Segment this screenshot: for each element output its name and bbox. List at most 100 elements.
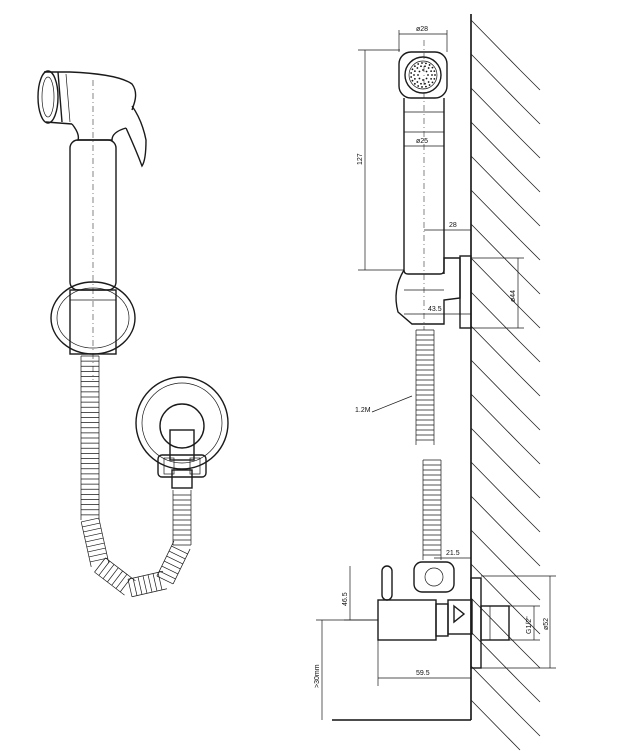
perspective-view <box>37 70 229 598</box>
wall-hatch-line <box>470 665 521 717</box>
nozzle-hole <box>427 81 430 83</box>
wall-hatch-line <box>519 613 541 635</box>
nozzle-hole <box>433 70 436 73</box>
wall-hatch-line <box>470 189 521 241</box>
nozzle-hole <box>427 67 430 69</box>
hose-ring <box>82 522 100 528</box>
nozzle-hole <box>425 70 428 73</box>
wall-hatch-line <box>519 545 541 567</box>
dim-head-diameter: ø28 <box>416 26 428 33</box>
wall-hatch-line <box>519 69 541 91</box>
nozzle-hole <box>434 74 436 76</box>
hose-ring <box>166 555 183 565</box>
side-elevation: ø28 127 ø25 28 ø44 43.5 1.2M 21.5 46.5 G… <box>314 14 556 751</box>
head-side <box>398 40 448 330</box>
wall-hatch-line <box>470 427 521 479</box>
wall-hatch-line <box>470 87 521 139</box>
nozzle-hole <box>413 74 415 76</box>
wall-hatch-line <box>519 511 541 533</box>
nozzle-hole <box>417 74 419 76</box>
hose-ring <box>119 577 132 593</box>
hose-ring <box>88 552 107 558</box>
wall-hatch-line <box>470 121 521 173</box>
wall-hatch-line <box>470 257 521 309</box>
nozzle-hole <box>413 65 416 68</box>
hose-ring <box>161 565 179 575</box>
hose-ring <box>98 560 111 576</box>
wall-hatch-line <box>470 325 521 377</box>
hose-ring <box>171 545 188 555</box>
nozzle-hole <box>418 70 421 73</box>
nozzle-hole <box>430 78 433 80</box>
nozzle-hole <box>417 85 420 87</box>
wall-hatch-line <box>470 699 521 751</box>
dim-flange-diameter: ø52 <box>543 618 550 630</box>
nozzle-hole <box>411 68 414 71</box>
dim-floor-clearance: >30mm <box>314 664 321 688</box>
nozzle-hole <box>416 67 419 69</box>
hose-ring <box>164 560 181 570</box>
wall-hatch-line <box>519 137 541 159</box>
wall-hatch-line <box>519 307 541 329</box>
hose-edge <box>127 570 164 580</box>
dim-valve-depth: 59.5 <box>416 670 430 677</box>
hose-edge <box>131 588 168 598</box>
dim-thread: G1/2" <box>526 616 533 634</box>
wall-hatch-line <box>519 341 541 363</box>
hose-ring <box>85 537 104 543</box>
wall-hatch-line <box>519 681 541 703</box>
wall-hatch-line <box>519 273 541 295</box>
hose-ring <box>81 517 99 523</box>
hose-ring <box>86 542 105 548</box>
wall-hatch-line <box>519 409 541 431</box>
nozzle-hole <box>413 70 416 72</box>
wall-hatch-line <box>470 291 521 343</box>
wall-hatch-line <box>470 155 521 207</box>
hose-ring <box>83 527 102 533</box>
nozzle-hole <box>422 69 424 71</box>
nozzle-hole <box>425 62 427 65</box>
nozzle-hole <box>425 77 428 80</box>
hose-ring <box>137 576 143 595</box>
nozzle-hole <box>431 74 433 76</box>
dimension-lines <box>316 30 556 720</box>
dim-hose-length: 1.2M <box>355 407 371 414</box>
hose-ring <box>87 547 106 553</box>
wall-hatch-line <box>519 443 541 465</box>
wall-flange <box>135 376 229 489</box>
nozzle-hole <box>413 78 416 80</box>
nozzle-hole <box>428 84 431 86</box>
dim-height: 127 <box>357 153 364 165</box>
wall-hatch-line <box>519 205 541 227</box>
nozzle-hole <box>416 81 419 83</box>
hose-edge <box>94 571 125 596</box>
wall-hatch-line <box>519 715 541 737</box>
wall-hatch-line <box>519 477 541 499</box>
hose-ring <box>107 567 119 583</box>
hose-edge <box>156 540 175 577</box>
nozzle-hole <box>422 79 424 81</box>
nozzle-hole <box>431 66 434 69</box>
wall-hatch-line <box>470 19 521 71</box>
wall-hatch-line <box>470 461 521 513</box>
hose-ring <box>127 579 133 597</box>
wall-hatch-line <box>519 103 541 125</box>
hose-ring <box>157 572 163 590</box>
hose-ring <box>115 574 128 589</box>
nozzle-hole <box>421 86 423 88</box>
hose-ring <box>159 570 176 580</box>
nozzle-hole <box>431 81 434 84</box>
hose-ring <box>94 557 106 573</box>
wall-hatch-line <box>519 647 541 669</box>
nozzle-hole <box>420 82 422 85</box>
holder-cup <box>50 281 136 355</box>
wall-hatch-line <box>470 631 521 683</box>
dim-holder-depth: 43.5 <box>428 306 442 313</box>
wall-hatch-line <box>470 223 521 275</box>
hose-ring <box>132 578 138 596</box>
wall-hatch-line <box>470 495 521 547</box>
hose-edge <box>172 548 191 585</box>
dim-holder-diameter: ø44 <box>510 290 517 302</box>
dim-valve-height: 46.5 <box>342 592 349 606</box>
